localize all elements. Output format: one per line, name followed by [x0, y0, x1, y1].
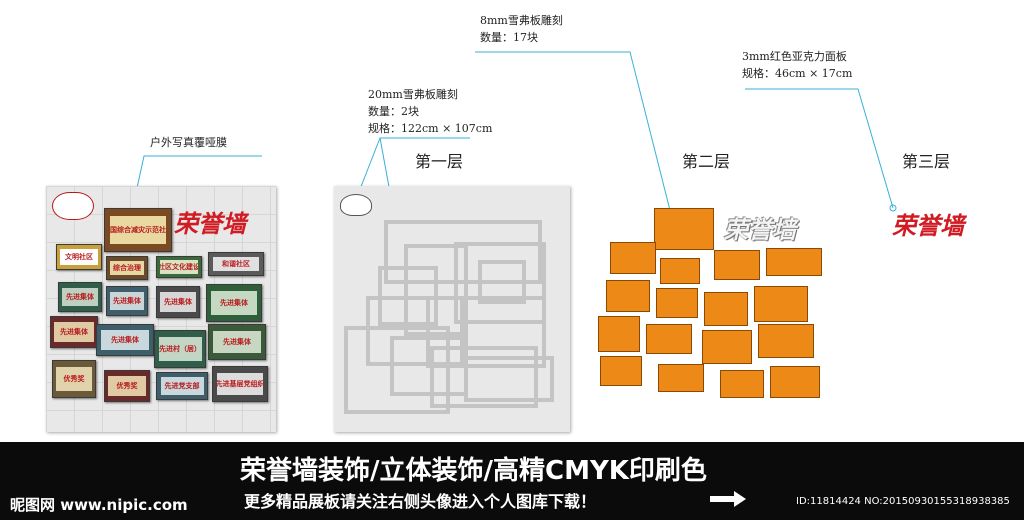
orange-block-2	[610, 242, 656, 274]
square-outline-2	[404, 244, 468, 336]
plaque-1-text: 全国综合减灾示范社区	[109, 216, 167, 244]
plaque-2: 文明社区	[56, 244, 102, 270]
plaque-10: 先进集体	[50, 316, 98, 348]
square-outline-8	[344, 326, 450, 414]
orange-block-5	[766, 248, 822, 276]
footer-site: 昵图网 www.nipic.com	[10, 496, 188, 514]
orange-block-17	[770, 366, 820, 398]
plaque-3: 综合治理	[106, 256, 148, 280]
annotation-board20-line3: 规格：122cm × 107cm	[368, 122, 493, 135]
plaque-10-text: 先进集体	[54, 322, 94, 342]
square-outline-4	[454, 242, 546, 324]
emblem-icon	[52, 192, 94, 220]
plaque-9-text: 先进集体	[210, 291, 258, 315]
leader-acrylic3	[745, 88, 894, 209]
plaque-11: 先进村（居）	[154, 330, 206, 368]
orange-block-9	[754, 286, 808, 322]
annotation-board8-line2: 数量：17块	[480, 31, 538, 44]
plaque-3-text: 综合治理	[109, 260, 145, 276]
square-outline-11	[464, 356, 554, 402]
orange-block-3	[660, 258, 700, 284]
plaque-13: 优秀奖	[52, 360, 96, 398]
plaque-17-text: 优秀奖	[108, 376, 146, 396]
orange-block-7	[656, 288, 698, 318]
plaque-12: 先进集体	[96, 324, 154, 356]
plaque-1: 全国综合减灾示范社区	[104, 208, 172, 252]
plaque-11-text: 先进村（居）	[158, 337, 202, 361]
layer-label-first: 第一层	[415, 152, 464, 171]
plaque-12-text: 先进集体	[100, 330, 150, 350]
plaque-8: 先进集体	[156, 286, 200, 318]
orange-block-15	[658, 364, 704, 392]
third-layer-honor-title: 荣誉墙	[892, 211, 964, 240]
annotation-outdoor-film-text: 户外写真覆哑膜	[150, 136, 227, 149]
square-outline-1	[384, 220, 542, 284]
annotation-board8-line1: 8mm雪弗板雕刻	[480, 14, 563, 27]
plaque-15-text: 先进基层党组织	[216, 372, 264, 396]
orange-block-1	[654, 208, 714, 250]
square-outline-7	[426, 296, 546, 368]
orange-block-10	[598, 316, 640, 352]
plaque-9: 先进集体	[206, 284, 262, 322]
composite-wall-panel: 荣誉墙 全国综合减灾示范社区 文明社区 综合治理 社区文化建设 和谐社区 先进集…	[46, 186, 276, 432]
plaque-5: 和谐社区	[208, 252, 264, 276]
composite-honor-wall-title: 荣誉墙	[174, 209, 246, 238]
footer-subtitle: 更多精品展板请关注右侧头像进入个人图库下载！	[244, 492, 597, 511]
orange-block-16	[720, 370, 764, 398]
square-outline-5	[478, 260, 526, 304]
plaque-6-text: 先进集体	[61, 287, 99, 307]
annotation-outdoor-film: 户外写真覆哑膜	[150, 134, 227, 151]
annotation-acrylic3-line1: 3mm红色亚克力面板	[742, 50, 847, 63]
plaque-17: 优秀奖	[104, 370, 150, 402]
annotation-board8: 8mm雪弗板雕刻 数量：17块	[480, 12, 563, 46]
annotation-acrylic3: 3mm红色亚克力面板 规格：46cm × 17cm	[742, 48, 852, 82]
plaque-13-text: 优秀奖	[55, 367, 93, 391]
plaque-7-text: 先进集体	[109, 291, 145, 311]
plaque-5-text: 和谐社区	[212, 256, 260, 272]
orange-block-8	[704, 292, 748, 326]
first-layer-emblem-icon	[340, 194, 372, 216]
first-layer-panel	[334, 186, 570, 432]
plaque-7: 先进集体	[106, 286, 148, 316]
plaque-15: 先进基层党组织	[212, 366, 268, 402]
footer-bar: 荣誉墙装饰/立体装饰/高精CMYK印刷色 更多精品展板请关注右侧头像进入个人图库…	[0, 442, 1024, 520]
orange-block-14	[600, 356, 642, 386]
second-layer-group: 荣誉墙	[596, 206, 826, 400]
layer-label-second: 第二层	[682, 152, 731, 171]
plaque-14-text: 先进党支部	[160, 377, 204, 395]
plaque-4: 社区文化建设	[156, 256, 202, 278]
plaque-2-text: 文明社区	[60, 249, 98, 265]
orange-block-11	[646, 324, 692, 354]
orange-block-6	[606, 280, 650, 312]
footer-id: ID:11814424 NO:20150930155318938385	[796, 496, 1010, 507]
plaque-14: 先进党支部	[156, 372, 208, 400]
plaque-16-text: 先进集体	[212, 330, 262, 354]
orange-block-13	[758, 324, 814, 358]
orange-block-4	[714, 250, 760, 280]
arrow-right-icon	[710, 491, 746, 507]
annotation-board20-line1: 20mm雪弗板雕刻	[368, 88, 458, 101]
plaque-8-text: 先进集体	[159, 292, 197, 312]
square-outline-6	[366, 296, 464, 366]
plaque-16: 先进集体	[208, 324, 266, 360]
footer-title: 荣誉墙装饰/立体装饰/高精CMYK印刷色	[240, 456, 707, 486]
second-layer-honor-title: 荣誉墙	[724, 215, 796, 244]
plaque-6: 先进集体	[58, 282, 102, 312]
plaque-4-text: 社区文化建设	[160, 260, 198, 274]
leader-board8	[475, 51, 679, 243]
annotation-board20: 20mm雪弗板雕刻 数量：2块 规格：122cm × 107cm	[368, 86, 492, 137]
annotation-board20-line2: 数量：2块	[368, 105, 419, 118]
annotation-acrylic3-line2: 规格：46cm × 17cm	[742, 67, 853, 80]
square-outline-10	[430, 346, 538, 408]
layer-label-third: 第三层	[902, 152, 951, 171]
leader-acrylic3-dot	[889, 204, 897, 212]
orange-block-12	[702, 330, 752, 364]
